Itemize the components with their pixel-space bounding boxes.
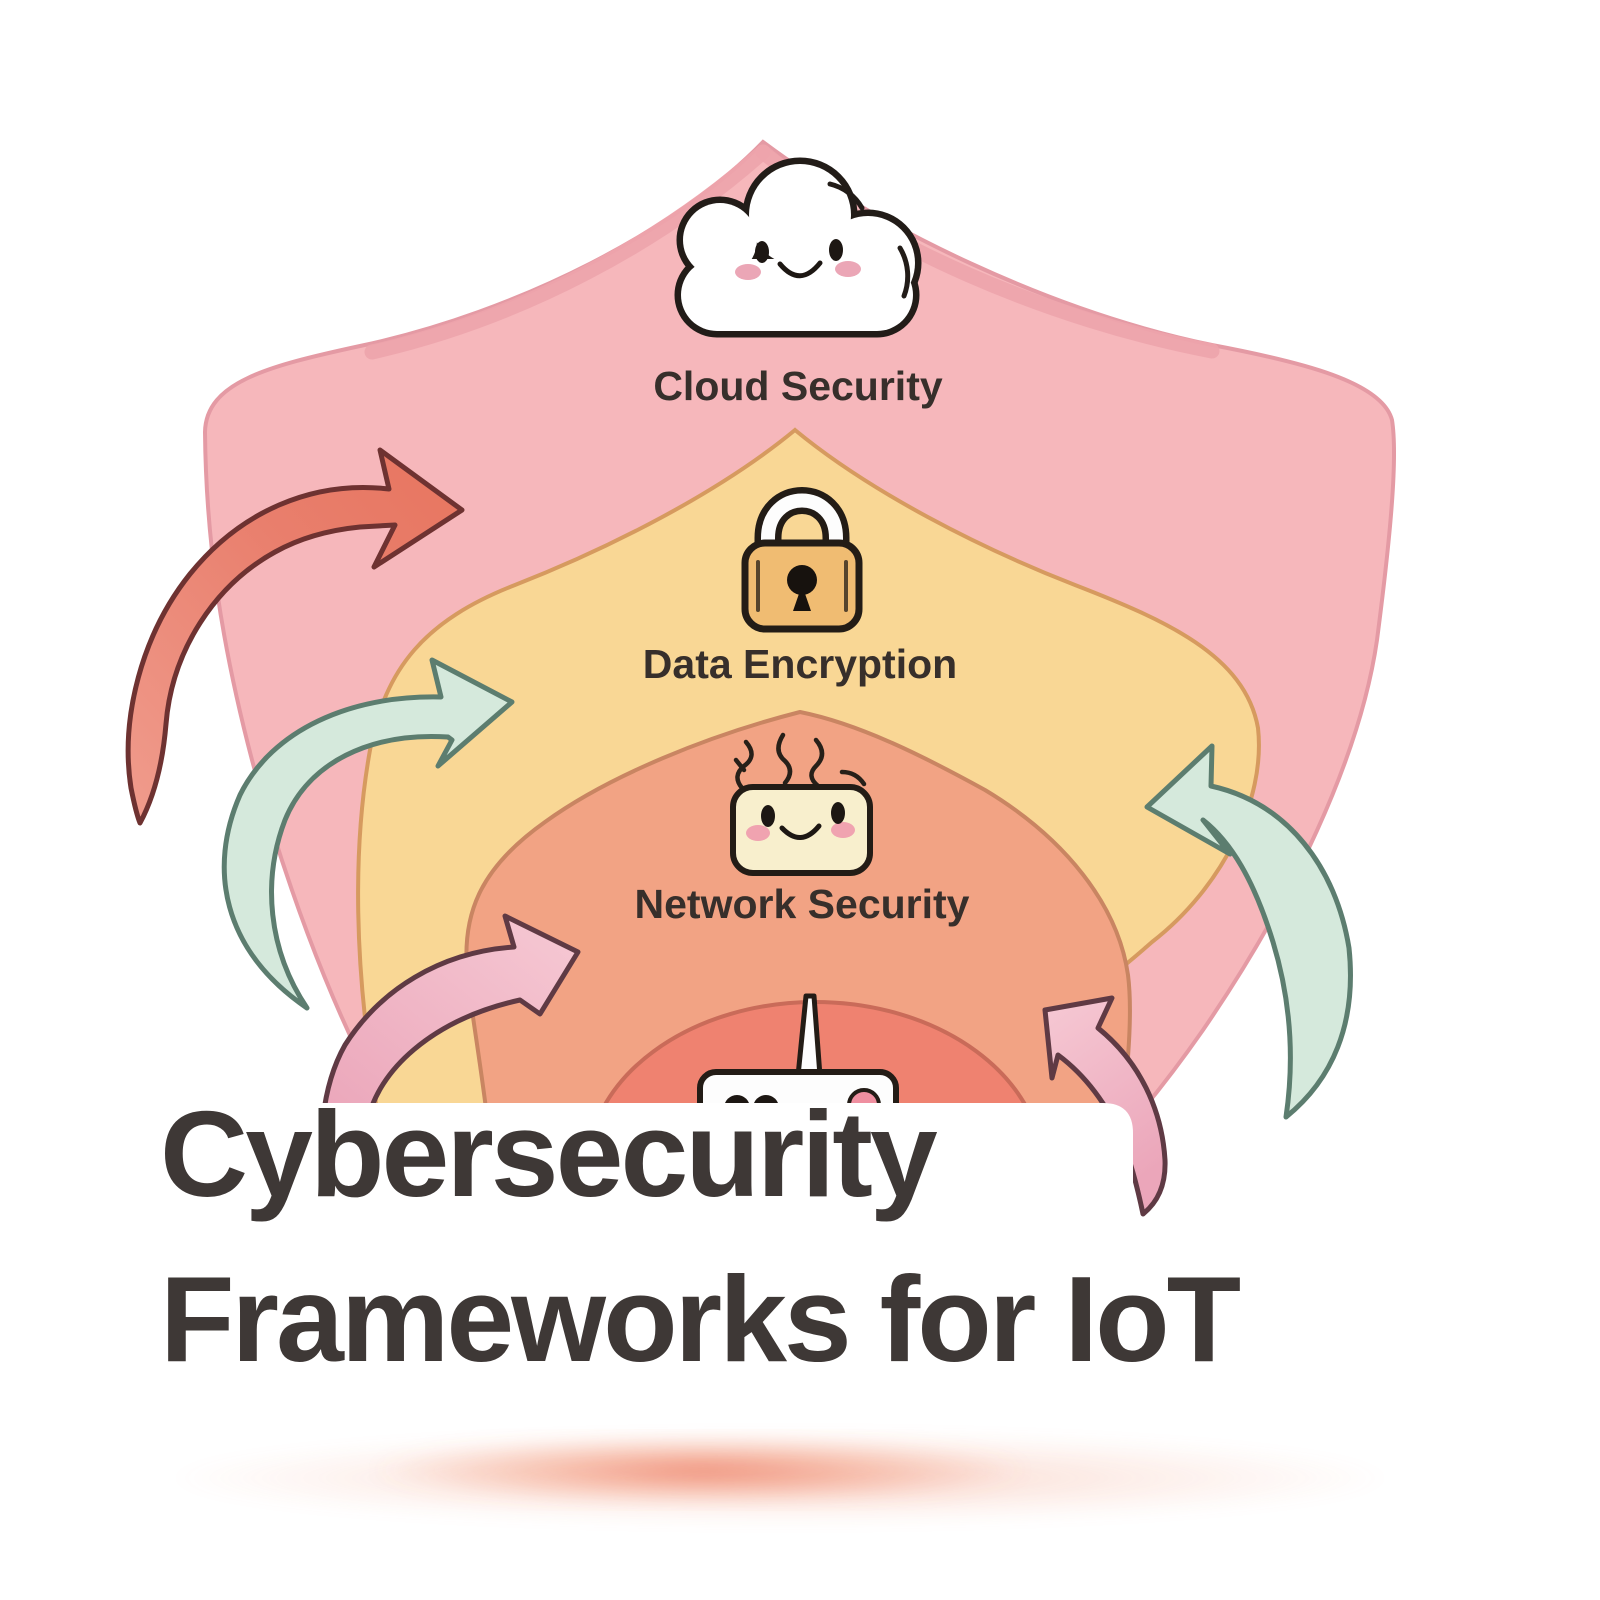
network-device-icon	[730, 732, 873, 876]
teal-arrow-right	[1144, 743, 1353, 1120]
data-encryption-label: Data Encryption	[643, 641, 957, 687]
padlock-icon	[741, 487, 863, 633]
shield-glow	[160, 1432, 1400, 1524]
red-arrow-left	[125, 447, 465, 826]
pink-arrow-left	[320, 913, 581, 1123]
cloud-security-label: Cloud Security	[653, 363, 943, 409]
network-security-label: Network Security	[635, 881, 970, 927]
teal-arrow-left	[221, 657, 515, 1011]
page-title: Cybersecurity Frameworks for IoT	[160, 1086, 1241, 1387]
cloud-icon	[674, 157, 922, 338]
